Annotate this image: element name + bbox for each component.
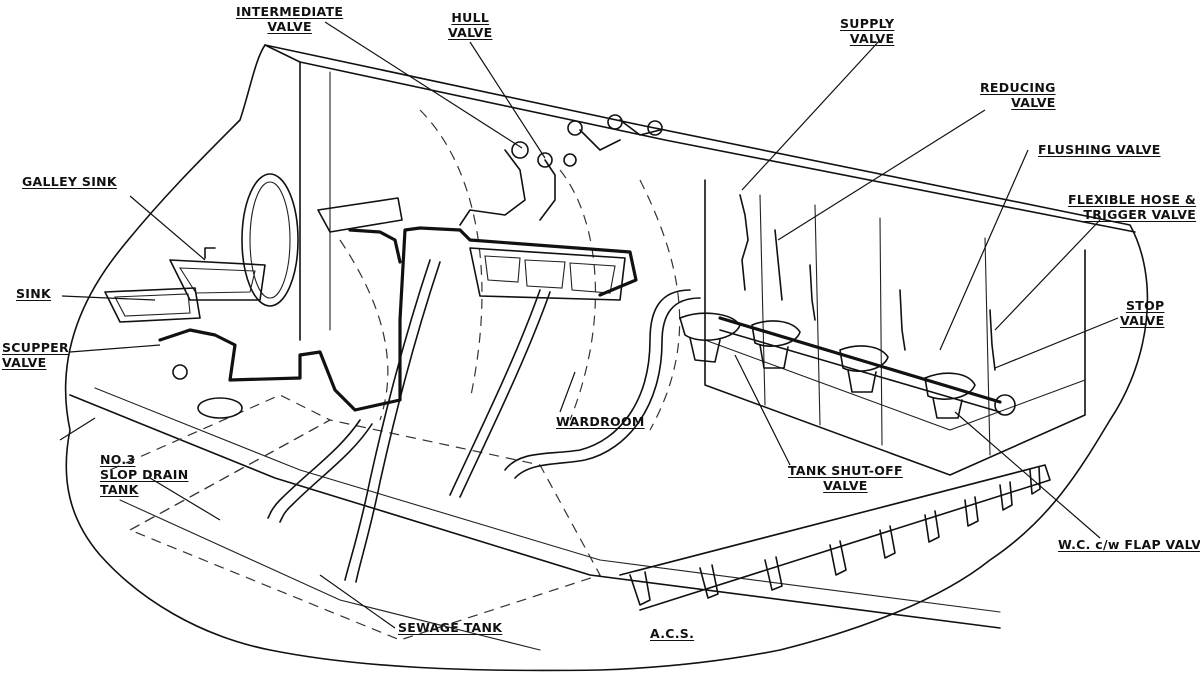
supply-valve-line-2: VALVE bbox=[849, 31, 895, 46]
downpipe-3b bbox=[279, 423, 373, 523]
deck-plane bbox=[69, 394, 1001, 629]
downpipe-1 bbox=[344, 259, 431, 581]
slop-drain-line-2: SLOP DRAIN bbox=[100, 467, 189, 482]
label-stop-valve: STOP VALVE bbox=[1120, 298, 1164, 328]
label-flushing-valve: FLUSHING VALVE bbox=[1038, 142, 1161, 157]
door-oval-outer bbox=[241, 173, 299, 307]
downpipe-3 bbox=[267, 419, 361, 519]
stop-valve-line-1: STOP bbox=[1125, 298, 1165, 313]
downpipe-2b bbox=[459, 291, 551, 498]
wc-units bbox=[679, 312, 976, 419]
acs-plate bbox=[619, 464, 1051, 611]
acs-line-1: A.C.S. bbox=[650, 626, 695, 641]
frame-arc-2 bbox=[559, 169, 596, 421]
drain-pipe-upper bbox=[348, 228, 402, 264]
flexible-hose-line-1: FLEXIBLE HOSE & bbox=[1068, 192, 1197, 207]
label-reducing-valve: REDUCING VALVE bbox=[980, 80, 1056, 110]
sink-basin-inner bbox=[114, 293, 191, 317]
label-flexible-hose: FLEXIBLE HOSE & TRIGGER VALVE bbox=[1068, 192, 1196, 222]
scupper-fitting bbox=[197, 397, 243, 419]
label-sink: SINK bbox=[16, 286, 51, 301]
wardroom-line-1: WARDROOM bbox=[556, 414, 645, 429]
deckhead-plane bbox=[264, 44, 1136, 233]
drain-pipe-main bbox=[158, 226, 422, 412]
frame-arc-4 bbox=[339, 239, 389, 421]
galley-sink-rim bbox=[178, 267, 256, 294]
label-wc-flap-valve: W.C. c/w FLAP VALVE bbox=[1058, 537, 1200, 552]
heads-compartment bbox=[704, 179, 1086, 476]
flushing-valve-line-1: FLUSHING VALVE bbox=[1038, 142, 1161, 157]
reducing-valve-line-1: REDUCING bbox=[980, 80, 1056, 95]
sink-basin bbox=[104, 287, 201, 323]
label-supply-valve: SUPPLY VALVE bbox=[840, 16, 894, 46]
slop-drain-line-3: TANK bbox=[100, 482, 139, 497]
heads-partition-2 bbox=[814, 204, 821, 426]
flush-manifold bbox=[718, 316, 1002, 404]
galley-tap bbox=[204, 247, 216, 259]
wardroom-sinks-upper bbox=[317, 197, 403, 233]
label-intermediate-valve: INTERMEDIATE VALVE bbox=[236, 4, 343, 34]
tank-shutoff-line-1: TANK SHUT-OFF bbox=[788, 463, 903, 478]
frame-arc-3 bbox=[639, 179, 681, 431]
scupper-valve-line-2: VALVE bbox=[2, 355, 47, 370]
stop-valve-line-2: VALVE bbox=[1120, 313, 1165, 328]
supply-riser-1 bbox=[739, 194, 749, 291]
intermediate-valve-line-1: INTERMEDIATE bbox=[236, 4, 344, 19]
hose-reel bbox=[994, 394, 1016, 416]
scupper-valve-fitting bbox=[172, 364, 188, 380]
door-oval-inner bbox=[249, 181, 291, 299]
supply-riser-2 bbox=[774, 229, 783, 301]
slop-tank-outline bbox=[109, 394, 332, 531]
galley-sink-line-1: GALLEY SINK bbox=[22, 174, 117, 189]
supply-riser-4 bbox=[899, 289, 906, 351]
drain-pipe-branch bbox=[418, 226, 638, 297]
slop-drain-line-1: NO.3 bbox=[100, 452, 136, 467]
hull-valve-line-1: HULL bbox=[451, 10, 490, 25]
wardroom-pipe bbox=[504, 289, 691, 471]
scupper-valve-line-1: SCUPPER bbox=[2, 340, 69, 355]
downpipe-1b bbox=[355, 261, 441, 583]
wardroom-sinks-center bbox=[469, 247, 626, 301]
deck-lower-edge bbox=[119, 499, 541, 651]
label-slop-drain-tank: NO.3 SLOP DRAIN TANK bbox=[100, 452, 188, 497]
heads-partition-4 bbox=[984, 237, 991, 456]
label-galley-sink: GALLEY SINK bbox=[22, 174, 117, 189]
wardroom-pipe-b bbox=[514, 297, 701, 479]
galley-sink-basin bbox=[169, 259, 266, 301]
flexible-hose-line-2: TRIGGER VALVE bbox=[1083, 207, 1197, 222]
supply-riser-5 bbox=[989, 309, 996, 371]
hull-valve-line-2: VALVE bbox=[448, 25, 493, 40]
sink-line-1: SINK bbox=[16, 286, 52, 301]
heads-partition-1 bbox=[759, 194, 766, 406]
reducing-valve-line-2: VALVE bbox=[1011, 95, 1056, 110]
hull-outline bbox=[64, 44, 1149, 672]
tank-shutoff-line-2: VALVE bbox=[823, 478, 868, 493]
intermediate-valve-line-2: VALVE bbox=[267, 19, 312, 34]
wc-flap-valve-line-1: W.C. c/w FLAP VALVE bbox=[1058, 537, 1200, 552]
wardroom-sinks-center-inner bbox=[484, 255, 616, 294]
heads-floor bbox=[704, 339, 1086, 431]
label-tank-shutoff-valve: TANK SHUT-OFF VALVE bbox=[788, 463, 903, 493]
label-scupper-valve: SCUPPER VALVE bbox=[2, 340, 69, 370]
label-hull-valve: HULL VALVE bbox=[448, 10, 492, 40]
sewage-tank-line-1: SEWAGE TANK bbox=[398, 620, 503, 635]
supply-pipework bbox=[459, 119, 661, 226]
label-acs: A.C.S. bbox=[650, 626, 694, 641]
frame-arc-1 bbox=[419, 109, 483, 401]
heads-partition-3 bbox=[879, 217, 883, 446]
supply-valve-line-1: SUPPLY bbox=[840, 16, 895, 31]
label-wardroom: WARDROOM bbox=[556, 414, 645, 429]
supply-fittings bbox=[511, 114, 663, 168]
flush-manifold-b bbox=[719, 329, 1001, 413]
leader-lines bbox=[59, 21, 1119, 629]
supply-riser-3 bbox=[809, 264, 816, 321]
downpipe-2 bbox=[449, 289, 541, 496]
label-sewage-tank: SEWAGE TANK bbox=[398, 620, 502, 635]
hull-ribs bbox=[629, 466, 1041, 606]
deck-plane-inner bbox=[94, 387, 1001, 613]
